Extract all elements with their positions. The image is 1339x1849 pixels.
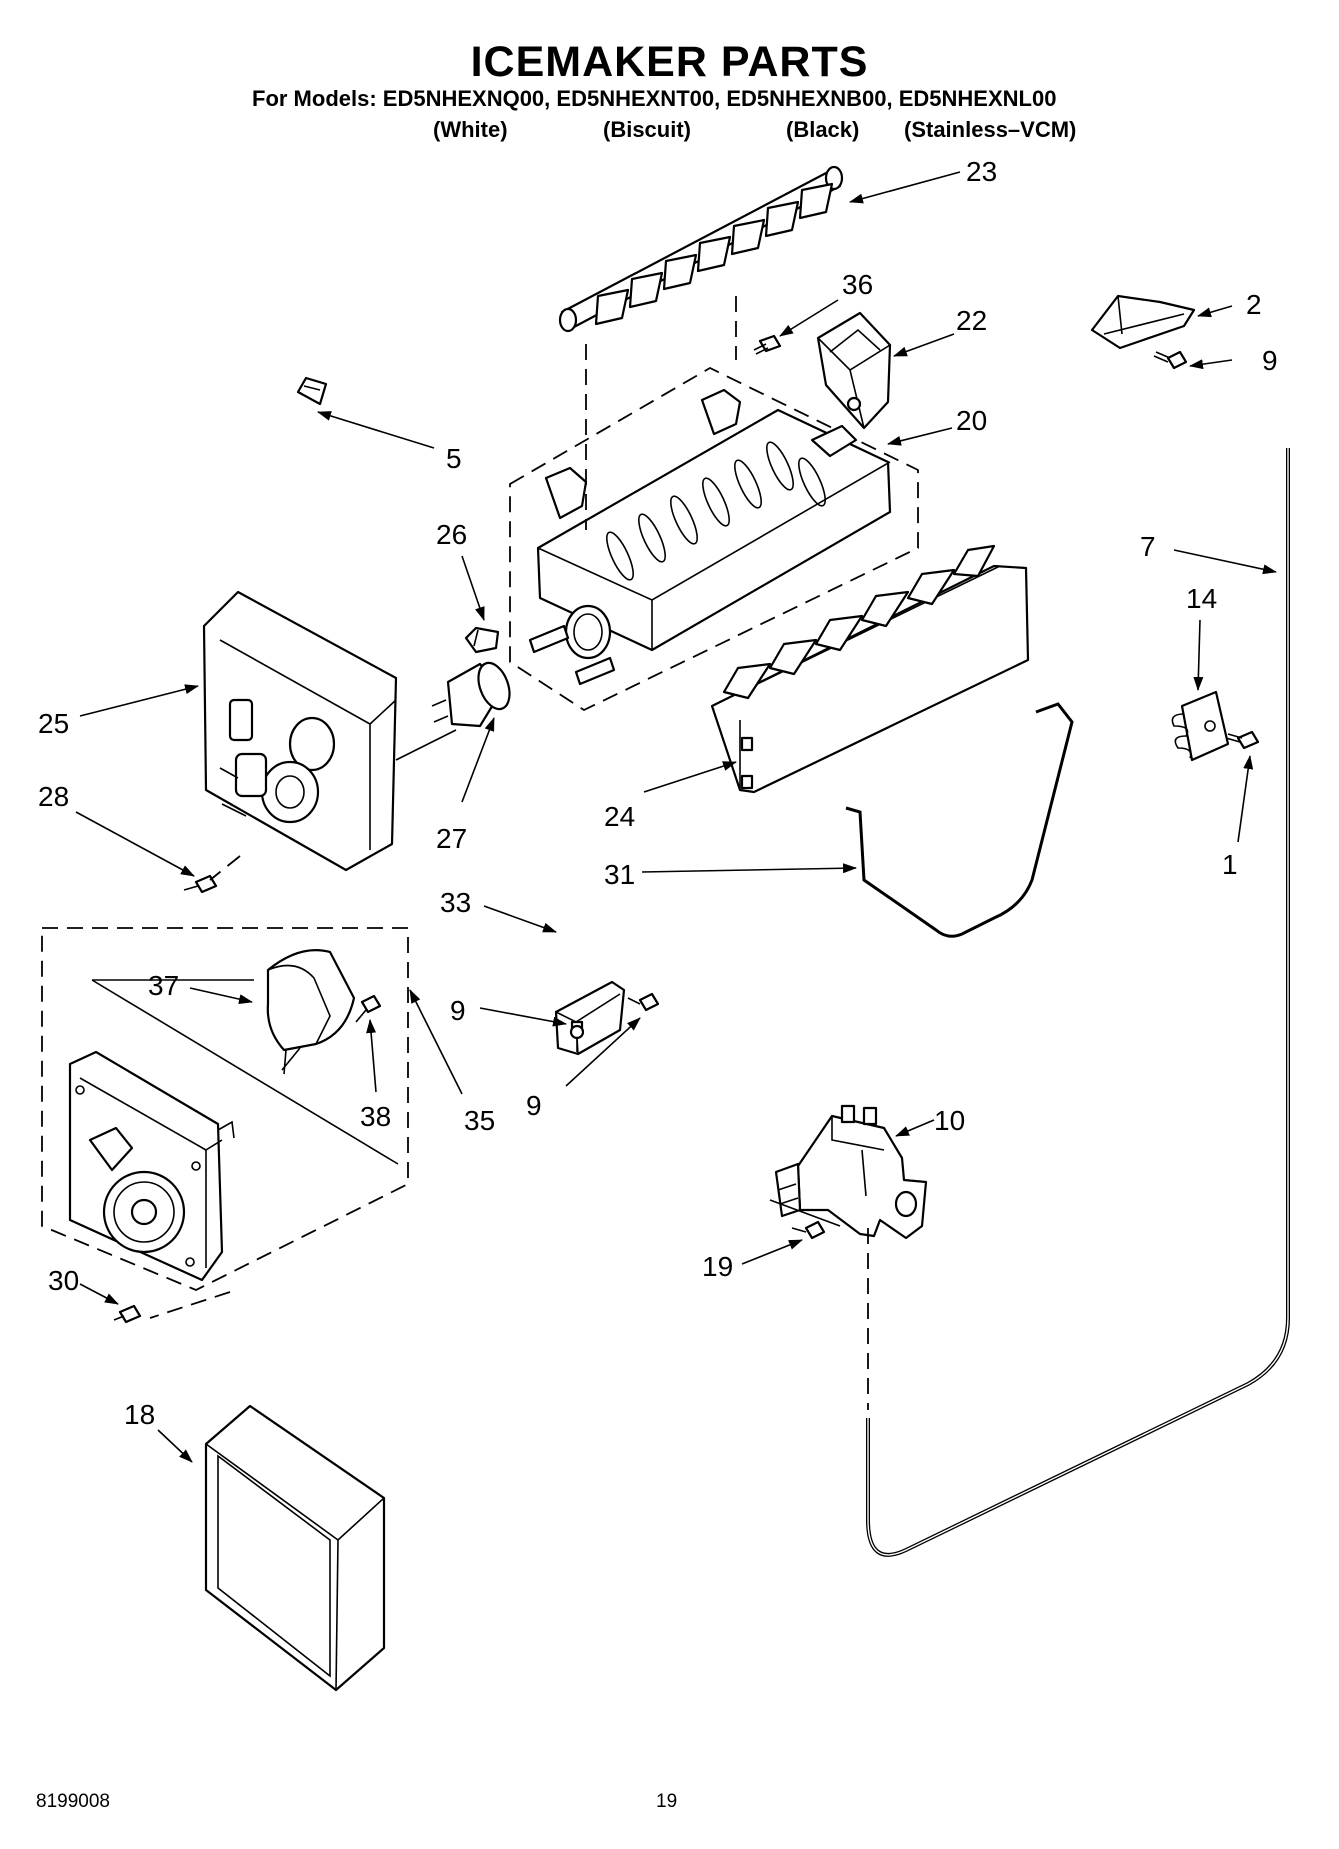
clip-5 <box>296 376 328 406</box>
water-valve-10 <box>769 1104 928 1240</box>
callout-7: 7 <box>1140 531 1156 562</box>
clamp-14 <box>1171 690 1230 762</box>
bracket-2 <box>1090 294 1196 350</box>
variant-black: (Black) <box>786 117 860 142</box>
callout-18: 18 <box>124 1399 155 1430</box>
page-number: 19 <box>656 1791 678 1812</box>
callout-5: 5 <box>446 443 462 474</box>
callout-9-lower: 9 <box>526 1090 542 1121</box>
callout-24: 24 <box>604 801 635 832</box>
screw-19 <box>791 1220 826 1240</box>
callout-25: 25 <box>38 708 69 739</box>
document-number: 8199008 <box>36 1791 110 1812</box>
ejector-part <box>558 165 844 333</box>
fill-tube-7 <box>866 448 1290 1557</box>
stripper-24 <box>710 544 1030 794</box>
screw-9-middle-b <box>627 992 660 1012</box>
screw-36 <box>753 334 782 355</box>
callout-28: 28 <box>38 781 69 812</box>
callout-20: 20 <box>956 405 987 436</box>
callout-33: 33 <box>440 887 471 918</box>
callout-30: 30 <box>48 1265 79 1296</box>
cover-pad-18 <box>204 1404 386 1692</box>
screw-9-top <box>1153 350 1188 370</box>
screw-30 <box>113 1304 142 1324</box>
bracket-33 <box>554 980 626 1056</box>
callout-36: 36 <box>842 269 873 300</box>
fill-cup-part <box>816 311 892 430</box>
callout-10: 10 <box>934 1105 965 1136</box>
thermostat-27 <box>431 661 511 728</box>
leader-lines <box>75 171 1277 1463</box>
variant-white: (White) <box>433 117 508 142</box>
page-title: ICEMAKER PARTS <box>470 38 869 86</box>
variant-biscuit: (Biscuit) <box>603 117 691 142</box>
clip-26 <box>464 626 500 654</box>
callout-37: 37 <box>148 970 179 1001</box>
callout-14: 14 <box>1186 583 1217 614</box>
callout-19: 19 <box>702 1251 733 1282</box>
screw-1 <box>1225 730 1260 750</box>
callout-27: 27 <box>436 823 467 854</box>
mold-assembly-20 <box>509 366 919 712</box>
callout-31: 31 <box>604 859 635 890</box>
motor-assembly-35 <box>41 927 409 1291</box>
callout-2: 2 <box>1246 289 1262 320</box>
callout-9-middle: 9 <box>450 995 466 1026</box>
callout-1: 1 <box>1222 849 1238 880</box>
screw-9-middle-a <box>569 1020 585 1052</box>
callout-35: 35 <box>464 1105 495 1136</box>
callout-26: 26 <box>436 519 467 550</box>
callout-22: 22 <box>956 305 987 336</box>
variant-stainless: (Stainless–VCM) <box>904 117 1077 142</box>
callout-38: 38 <box>360 1101 391 1132</box>
callout-9-top: 9 <box>1262 345 1278 376</box>
callout-23: 23 <box>966 156 997 187</box>
housing-25 <box>202 590 457 872</box>
shutoff-arm-31 <box>845 702 1074 938</box>
models-line: For Models: ED5NHEXNQ00, ED5NHEXNT00, ED… <box>252 86 1057 111</box>
